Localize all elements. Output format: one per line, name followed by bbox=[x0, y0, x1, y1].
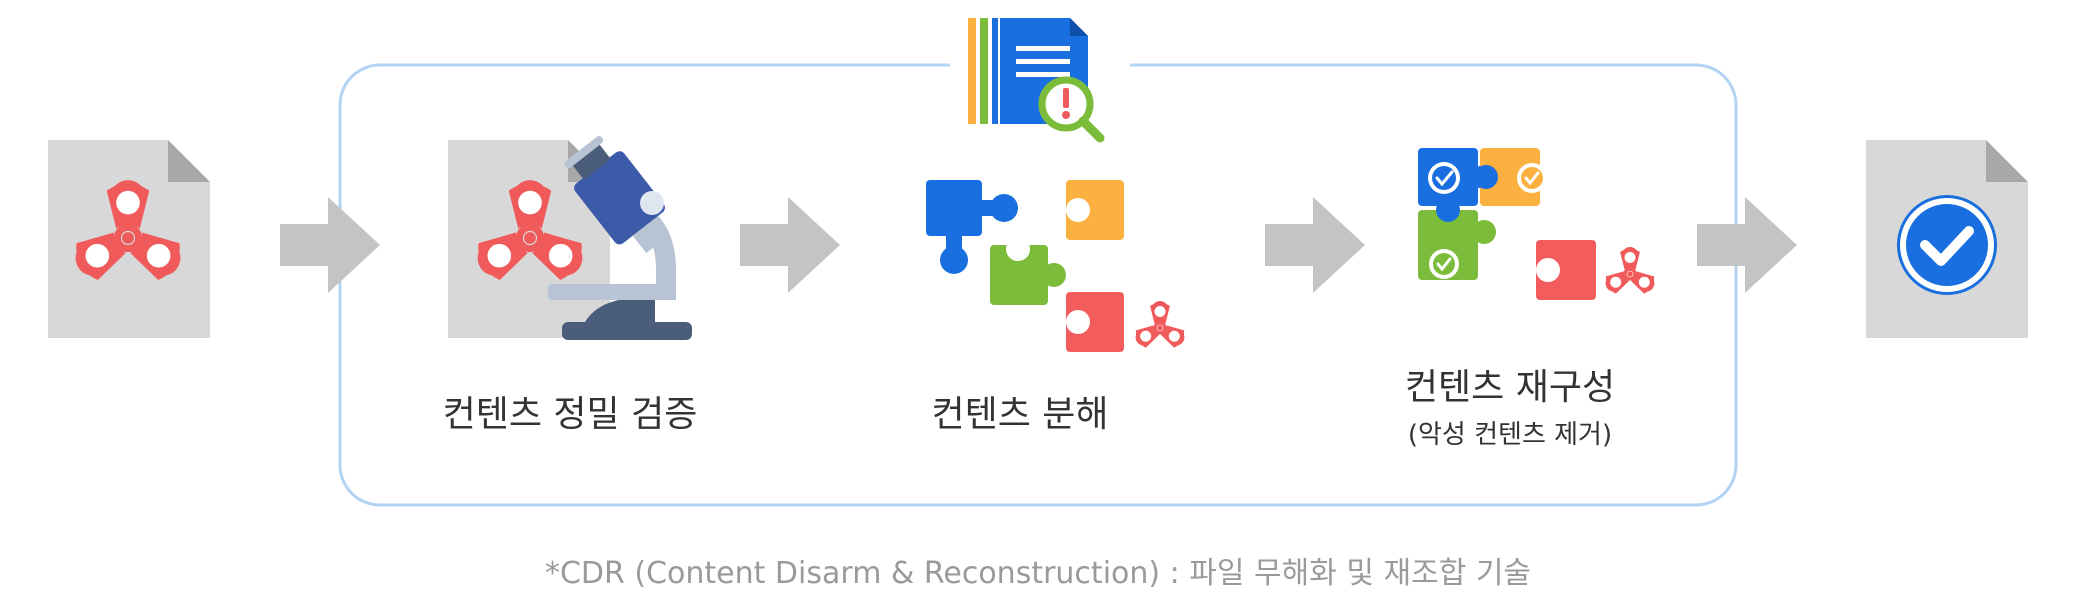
arrow-right-icon bbox=[1697, 197, 1797, 293]
puzzle-pieces-icon bbox=[926, 180, 1189, 352]
step-3-subtitle: (악성 컨텐츠 제거) bbox=[1407, 420, 1613, 450]
document-search-alert-icon bbox=[968, 18, 1105, 143]
arrow-right-icon bbox=[280, 197, 380, 293]
step-3-title: 컨텐츠 재구성 bbox=[1404, 367, 1616, 408]
step-2-title: 컨텐츠 분해 bbox=[931, 394, 1109, 435]
arrow-right-icon bbox=[1265, 197, 1365, 293]
checkmark-file-icon bbox=[1866, 140, 2028, 338]
verified-puzzle-icon bbox=[1418, 148, 1659, 300]
arrow-right-icon bbox=[740, 197, 840, 293]
step-1-title: 컨텐츠 정밀 검증 bbox=[442, 394, 698, 435]
microscope-icon bbox=[448, 136, 692, 340]
footnote: *CDR (Content Disarm & Reconstruction) :… bbox=[544, 556, 1532, 591]
biohazard-file-icon bbox=[48, 140, 210, 338]
